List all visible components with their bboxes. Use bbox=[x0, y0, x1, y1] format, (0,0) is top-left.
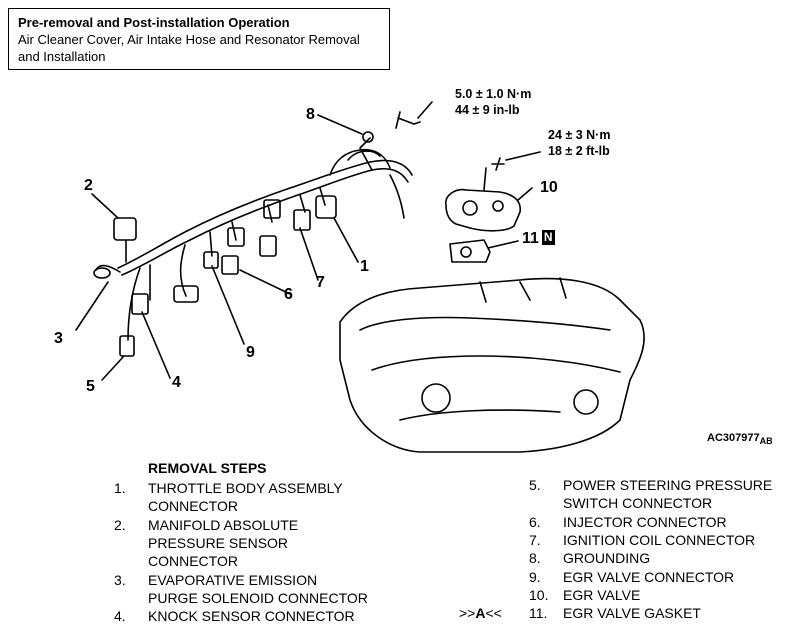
egr-valve-bolt bbox=[491, 157, 505, 171]
connector-2 bbox=[113, 217, 137, 241]
callout-10: 10 bbox=[540, 179, 558, 196]
grounding-bolt bbox=[395, 111, 421, 129]
pre-removal-note-box: Pre-removal and Post-installation Operat… bbox=[8, 8, 390, 70]
torque-8-imperial: 44 ± 9 in-lb bbox=[455, 103, 520, 117]
torque-10-imperial: 18 ± 2 ft-lb bbox=[548, 144, 610, 158]
connector-7 bbox=[293, 209, 311, 231]
callout-5: 5 bbox=[86, 378, 95, 395]
engine-block bbox=[339, 277, 645, 453]
connector-4 bbox=[131, 293, 149, 315]
egr-valve bbox=[445, 188, 522, 232]
callout-7: 7 bbox=[316, 274, 325, 291]
new-part-badge: N bbox=[541, 230, 555, 245]
torque-8-metric: 5.0 ± 1.0 N·m bbox=[455, 87, 532, 101]
egr-gasket bbox=[449, 239, 491, 263]
torque-spec-10: 24 ± 3 N·m 18 ± 2 ft-lb bbox=[548, 127, 610, 159]
torque-spec-8: 5.0 ± 1.0 N·m 44 ± 9 in-lb bbox=[455, 86, 531, 118]
removal-steps-heading: REMOVAL STEPS bbox=[148, 460, 267, 476]
callout-3: 3 bbox=[54, 330, 63, 347]
callout-9: 9 bbox=[246, 344, 255, 361]
figure-code: AC307977AB bbox=[707, 432, 773, 447]
connector-3 bbox=[93, 267, 111, 279]
callout-8: 8 bbox=[306, 106, 315, 123]
note-title: Pre-removal and Post-installation Operat… bbox=[18, 15, 290, 30]
callout-6: 6 bbox=[284, 286, 293, 303]
connector-6 bbox=[221, 255, 239, 275]
service-point-marker: >>A<< bbox=[459, 605, 502, 621]
connector-9 bbox=[203, 251, 219, 269]
connector-1 bbox=[315, 195, 337, 219]
callout-1: 1 bbox=[360, 258, 369, 275]
connector-5 bbox=[119, 335, 135, 357]
callout-4: 4 bbox=[172, 374, 181, 391]
exploded-diagram bbox=[75, 101, 645, 453]
torque-10-metric: 24 ± 3 N·m bbox=[548, 128, 611, 142]
callout-2: 2 bbox=[84, 177, 93, 194]
wiring-harness bbox=[117, 159, 413, 269]
callout-11-number: 11 bbox=[522, 230, 539, 247]
note-body: Air Cleaner Cover, Air Intake Hose and R… bbox=[18, 32, 360, 64]
